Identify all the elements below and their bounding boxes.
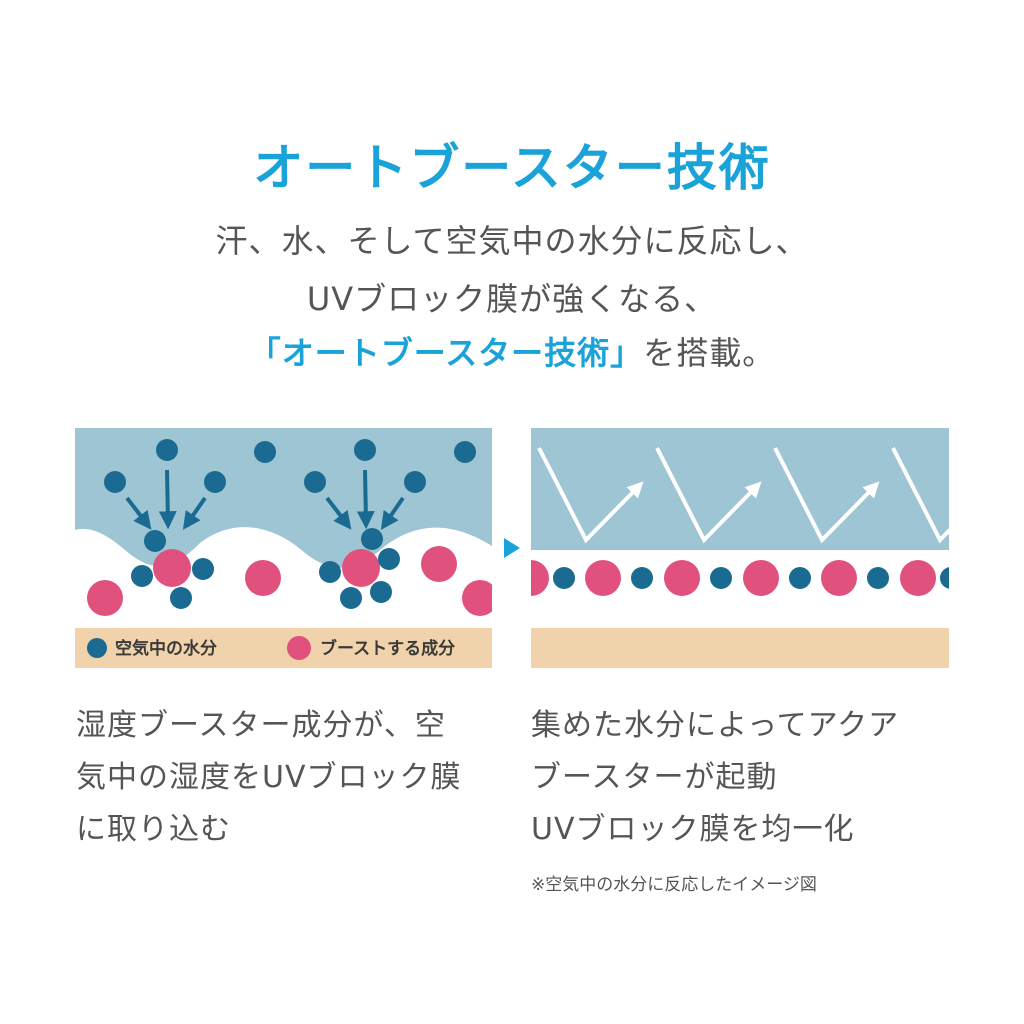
uv-reflect-arrow	[773, 447, 880, 544]
uv-reflect-arrow	[537, 447, 644, 544]
moisture-dot	[361, 528, 383, 550]
moisture-dot	[454, 441, 476, 463]
image-note: ※空気中の水分に反応したイメージ図	[531, 875, 817, 895]
moisture-dot	[370, 581, 392, 603]
moisture-dot	[204, 471, 226, 493]
right-caption-line: ブースターが起動	[531, 760, 778, 795]
moisture-dot	[104, 471, 126, 493]
moisture-dot	[553, 567, 575, 589]
uv-reflect-arrow	[891, 447, 949, 544]
legend-boost-label: ブーストする成分	[320, 638, 455, 659]
boost-dot	[664, 560, 700, 596]
moisture-dot	[340, 587, 362, 609]
legend-boost-swatch	[287, 636, 311, 660]
legend-bar	[75, 628, 492, 668]
moisture-dot	[867, 567, 889, 589]
lead-rest: を搭載。	[643, 334, 776, 372]
moisture-dot	[940, 567, 949, 589]
legend-moisture-swatch	[87, 638, 107, 658]
moisture-dot	[710, 567, 732, 589]
left-illustration: 空気中の水分 ブーストする成分	[75, 428, 492, 668]
page-title: オートブースター技術	[253, 139, 771, 197]
attract-arrow	[380, 496, 405, 530]
lead-accent: 「オートブースター技術」	[248, 334, 644, 372]
boost-dot	[87, 580, 123, 616]
boost-dot	[900, 560, 936, 596]
left-caption-line: に取り込む	[76, 812, 231, 847]
right-caption-line: 集めた水分によってアクア	[531, 708, 900, 743]
boost-dot	[153, 549, 191, 587]
attract-arrow	[356, 469, 375, 530]
lead-line-1: 汗、水、そして空気中の水分に反応し、	[215, 222, 809, 260]
moisture-dot	[404, 471, 426, 493]
play-triangle-icon	[504, 538, 520, 558]
moisture-dot	[319, 561, 341, 583]
moisture-dot	[354, 439, 376, 461]
lead-line-3: 「オートブースター技術」を搭載。	[0, 328, 1024, 374]
attract-arrow	[325, 496, 352, 530]
legend-moisture-label: 空気中の水分	[115, 638, 217, 659]
moisture-dot	[378, 548, 400, 570]
right-illustration	[531, 428, 949, 668]
sky-area	[75, 428, 492, 568]
moisture-dot	[192, 558, 214, 580]
attract-arrow	[158, 469, 177, 530]
moisture-dot	[170, 587, 192, 609]
moisture-dot	[156, 439, 178, 461]
left-caption-line: 湿度ブースター成分が、空	[76, 708, 446, 743]
left-caption-line: 気中の湿度をUVブロック膜	[76, 760, 462, 795]
skin-base	[531, 628, 949, 668]
boost-dot	[421, 546, 457, 582]
moisture-dot	[131, 565, 153, 587]
attract-arrow	[125, 496, 152, 530]
lead-line-2: UVブロック膜が強くなる、	[306, 280, 718, 318]
moisture-dot	[631, 567, 653, 589]
moisture-dot	[304, 471, 326, 493]
uv-reflect-arrow	[655, 447, 762, 544]
attract-arrow	[182, 496, 207, 530]
moisture-dot	[789, 567, 811, 589]
right-caption: 集めた水分によってアクア ブースターが起動 UVブロック膜を均一化	[531, 700, 899, 856]
boost-dot	[531, 560, 549, 596]
moisture-dot	[144, 530, 166, 552]
right-caption-line: UVブロック膜を均一化	[531, 812, 855, 847]
boost-dot	[245, 560, 281, 596]
boost-dot	[585, 560, 621, 596]
left-caption: 湿度ブースター成分が、空 気中の湿度をUVブロック膜 に取り込む	[76, 700, 461, 856]
moisture-dot	[254, 441, 276, 463]
boost-dot	[743, 560, 779, 596]
boost-dot	[462, 580, 492, 616]
boost-dot	[342, 549, 380, 587]
boost-dot	[821, 560, 857, 596]
